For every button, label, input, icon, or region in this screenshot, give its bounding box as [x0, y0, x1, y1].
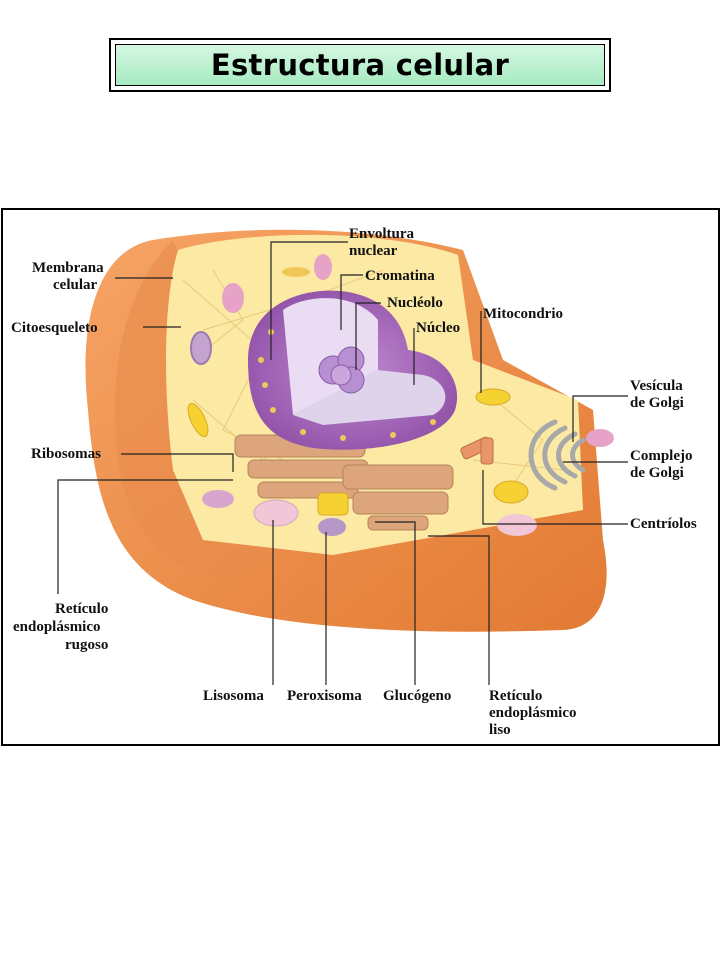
page-title: Estructura celular — [210, 48, 510, 82]
cell-diagram: Envoltura nuclear Cromatina Nucléolo Núc… — [1, 208, 720, 746]
label-reticulo-rugoso-3: rugoso — [65, 637, 108, 653]
title-inner-box: Estructura celular — [115, 44, 605, 86]
label-citoesqueleto: Citoesqueleto — [11, 320, 98, 336]
label-reticulo-rugoso-1: Retículo — [55, 601, 108, 617]
label-complejo-1: Complejo — [630, 448, 693, 464]
label-glucogeno: Glucógeno — [383, 688, 451, 704]
cell-illustration: Envoltura nuclear Cromatina Nucléolo Núc… — [11, 226, 697, 738]
label-membrana-1: Membrana — [32, 260, 104, 276]
label-nucleo: Núcleo — [416, 320, 460, 336]
label-envoltura-1: Envoltura — [349, 226, 415, 242]
label-leader-lines — [57, 241, 628, 685]
nucleus — [248, 290, 458, 450]
label-vesicula-1: Vesícula — [630, 378, 683, 394]
label-reticulo-liso-3: liso — [489, 722, 511, 738]
label-reticulo-rugoso-2: endoplásmico — [13, 619, 101, 635]
label-nucleolo: Nucléolo — [387, 295, 443, 311]
label-ribosomas: Ribosomas — [31, 446, 101, 462]
nucleolus — [318, 346, 365, 394]
label-lisosoma: Lisosoma — [203, 688, 264, 704]
mitochondria — [187, 388, 529, 516]
label-reticulo-liso-1: Retículo — [489, 688, 542, 704]
title-box: Estructura celular — [109, 38, 611, 92]
label-envoltura-2: nuclear — [349, 243, 398, 259]
label-mitocondrio: Mitocondrio — [483, 306, 563, 322]
label-cromatina: Cromatina — [365, 268, 435, 284]
label-reticulo-liso-2: endoplásmico — [489, 705, 577, 721]
centrioles — [460, 436, 494, 465]
label-peroxisoma: Peroxisoma — [287, 688, 362, 704]
label-membrana-2: celular — [53, 277, 97, 293]
label-vesicula-2: de Golgi — [630, 395, 684, 411]
golgi-complex — [528, 419, 586, 491]
label-centriolos: Centríolos — [630, 516, 697, 532]
label-complejo-2: de Golgi — [630, 465, 684, 481]
labels: Envoltura nuclear Cromatina Nucléolo Núc… — [11, 226, 697, 738]
